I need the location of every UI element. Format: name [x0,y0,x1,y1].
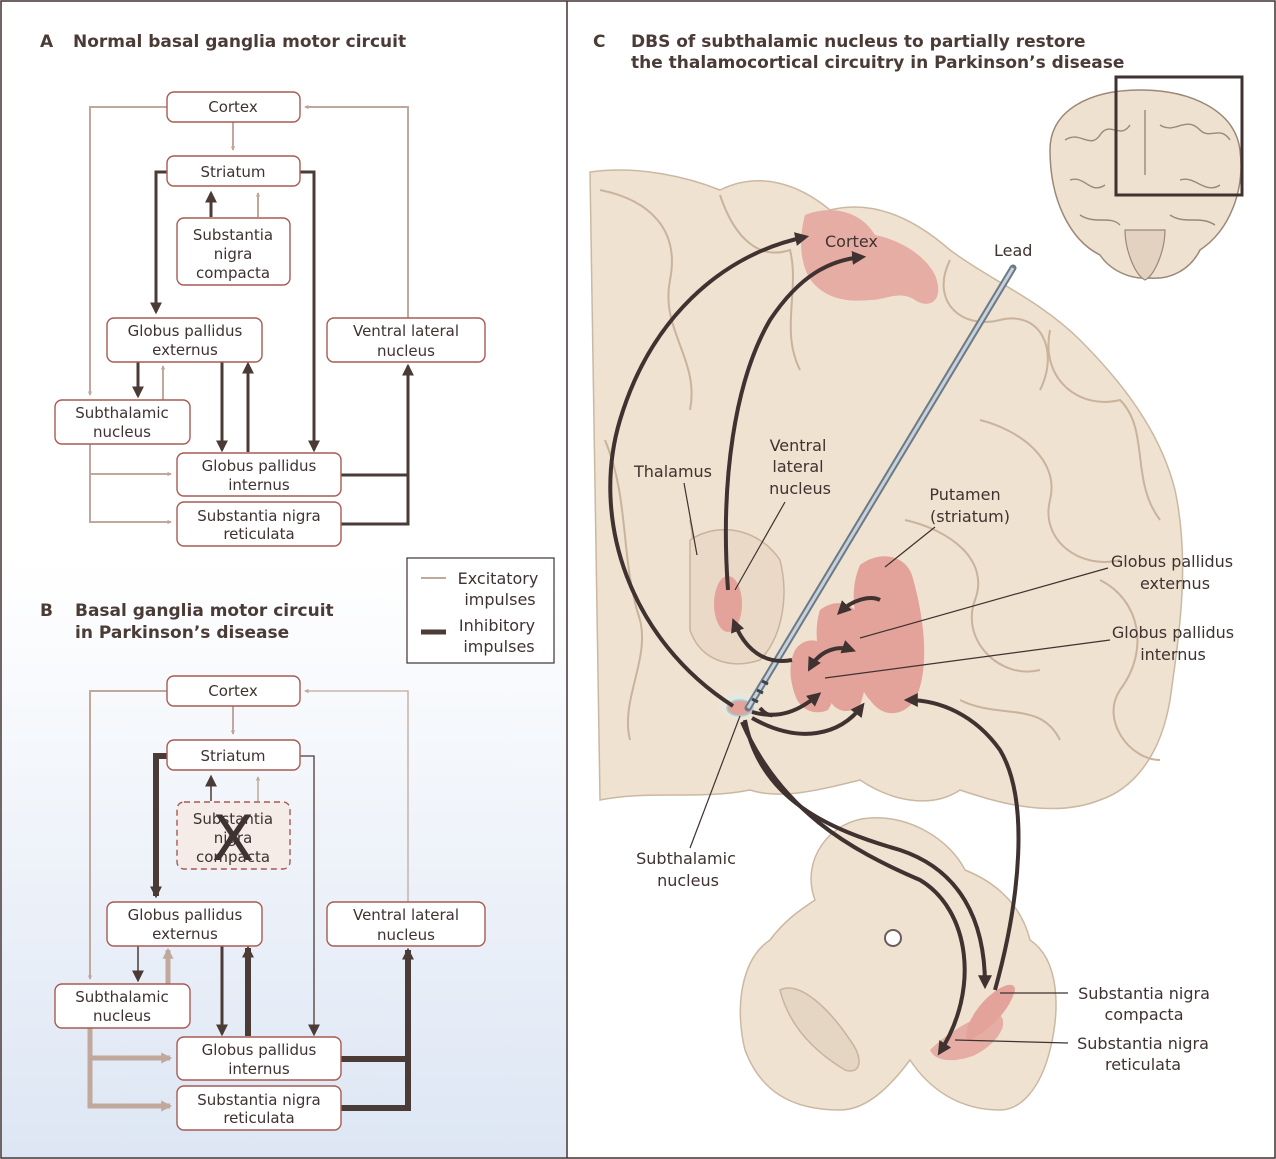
svg-text:reticulata: reticulata [223,1109,294,1127]
panel-c-title-line2: the thalamocortical circuitry in Parkins… [631,53,1124,73]
svg-text:nigra: nigra [214,245,253,263]
svg-text:Substantia: Substantia [193,226,273,244]
svg-text:nucleus: nucleus [93,1007,151,1025]
svg-text:externus: externus [1140,574,1210,593]
svg-text:nucleus: nucleus [769,479,831,498]
svg-text:externus: externus [152,341,218,359]
svg-text:impulses: impulses [464,590,535,609]
svg-text:compacta: compacta [196,264,270,282]
a-vln-box: Ventral lateral nucleus [327,318,485,362]
a-snc-box: Substantia nigra compacta [177,218,290,285]
a-gpe-box: Globus pallidus externus [107,318,262,362]
svg-text:reticulata: reticulata [223,525,294,543]
panel-a-letter: A [40,32,54,52]
panel-b-title-line2: in Parkinson’s disease [75,623,289,643]
b-vln-box: Ventral lateral nucleus [327,902,485,946]
svg-text:Subthalamic: Subthalamic [636,849,736,868]
svg-text:Globus pallidus: Globus pallidus [1111,552,1233,571]
a-gpi-box: Globus pallidus internus [177,453,341,496]
legend-inhibitory-label: Inhibitory [459,616,535,635]
svg-text:Globus pallidus: Globus pallidus [202,457,317,475]
a-cortex-box: Cortex [167,92,300,122]
svg-text:Ventral lateral: Ventral lateral [353,906,459,924]
panel-a-title: Normal basal ganglia motor circuit [73,32,406,52]
svg-text:Putamen: Putamen [929,485,1000,504]
panel-c-title-line1: DBS of subthalamic nucleus to partially … [631,32,1086,52]
panel-c-letter: C [593,32,605,52]
a-striatum-box: Striatum [167,156,300,186]
svg-text:nucleus: nucleus [93,423,151,441]
svg-text:(striatum): (striatum) [930,507,1010,526]
legend: Excitatory impulses Inhibitory impulses [407,558,554,663]
svg-text:Cortex: Cortex [208,682,258,700]
svg-text:internus: internus [228,1060,290,1078]
b-striatum-box: Striatum [167,740,300,770]
b-stn-box: Subthalamic nucleus [55,984,190,1028]
svg-text:Globus pallidus: Globus pallidus [1112,623,1234,642]
panel-b-title-line1: Basal ganglia motor circuit [75,601,334,621]
b-snr-box: Substantia nigra reticulata [177,1086,341,1130]
svg-text:nucleus: nucleus [377,342,435,360]
svg-text:impulses: impulses [463,637,534,656]
svg-text:Ventral lateral: Ventral lateral [353,322,459,340]
svg-text:Striatum: Striatum [201,747,266,765]
c-cortex-label: Cortex [825,232,878,251]
a-snr-box: Substantia nigra reticulata [177,502,341,546]
b-gpe-box: Globus pallidus externus [107,902,262,946]
c-lead-label: Lead [994,241,1032,260]
svg-text:externus: externus [152,925,218,943]
panel-b-letter: B [40,601,53,621]
c-thalamus-label: Thalamus [633,462,712,481]
svg-text:Substantia nigra: Substantia nigra [1077,1034,1209,1053]
svg-text:Subthalamic: Subthalamic [75,988,169,1006]
svg-text:Substantia nigra: Substantia nigra [1078,984,1210,1003]
svg-text:Cortex: Cortex [208,98,258,116]
svg-text:nucleus: nucleus [657,871,719,890]
svg-text:Striatum: Striatum [201,163,266,181]
svg-text:Ventral: Ventral [770,436,827,455]
b-cortex-box: Cortex [167,676,300,706]
b-snc-box-lesioned: Substantia nigra compacta X [177,802,290,875]
c-vln-label: Ventral lateral nucleus [769,436,831,498]
a-stn-box: Subthalamic nucleus [55,400,190,444]
svg-text:compacta: compacta [1104,1005,1183,1024]
b-gpi-box: Globus pallidus internus [177,1037,341,1080]
svg-text:Substantia nigra: Substantia nigra [197,1091,321,1109]
svg-text:Globus pallidus: Globus pallidus [128,322,243,340]
svg-text:reticulata: reticulata [1105,1055,1181,1074]
cerebral-aqueduct [885,930,901,946]
lesion-x-mark: X [212,802,254,875]
svg-text:nucleus: nucleus [377,926,435,944]
svg-text:internus: internus [228,476,290,494]
legend-excitatory-label: Excitatory [458,569,539,588]
svg-text:internus: internus [1140,645,1206,664]
svg-text:Subthalamic: Subthalamic [75,404,169,422]
svg-text:Substantia nigra: Substantia nigra [197,507,321,525]
svg-text:Globus pallidus: Globus pallidus [128,906,243,924]
svg-text:lateral: lateral [772,457,823,476]
svg-text:Globus pallidus: Globus pallidus [202,1041,317,1059]
